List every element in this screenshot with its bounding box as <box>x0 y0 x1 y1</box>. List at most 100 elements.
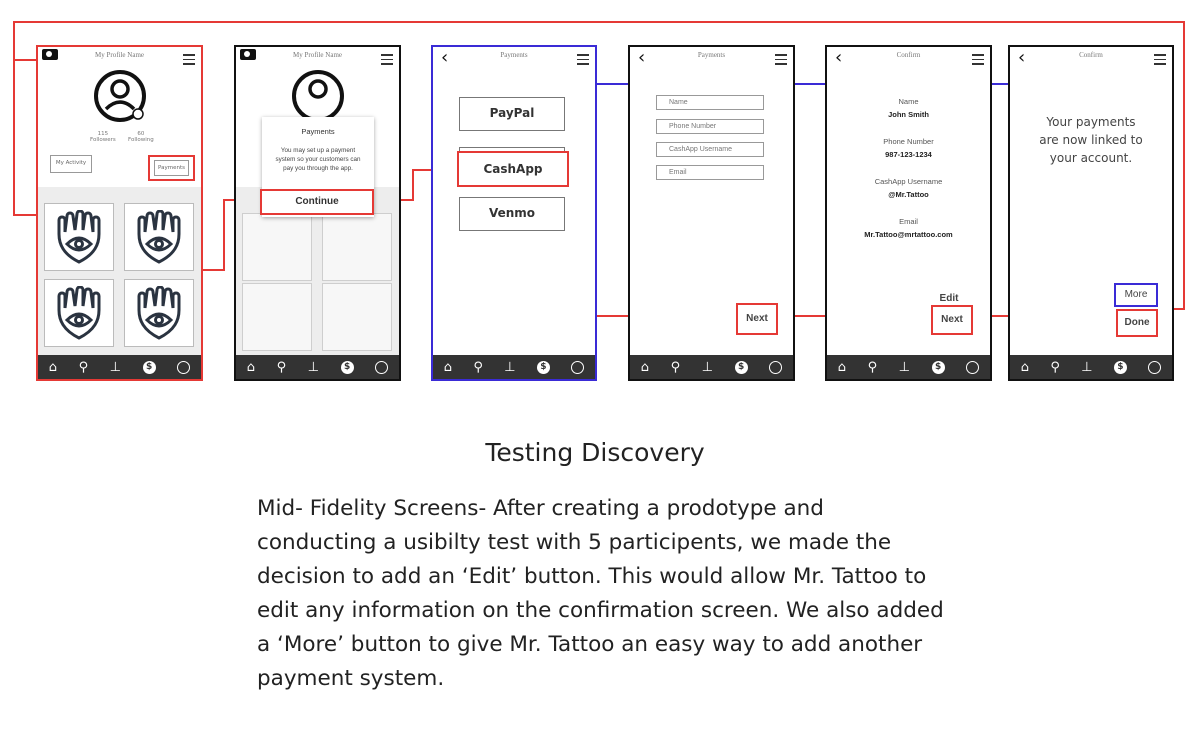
next-button[interactable]: Next <box>931 305 973 335</box>
gallery-tile <box>242 213 312 281</box>
bottom-nav: ⌂ ⚲ ⊥ $ <box>38 355 201 379</box>
success-message: Your payments are now linked to your acc… <box>1039 115 1143 165</box>
dollar-icon[interactable]: $ <box>931 360 945 374</box>
edit-button[interactable]: Edit <box>927 293 971 304</box>
bottom-nav: ⌂ ⚲ ⊥ $ <box>630 355 793 379</box>
pin-icon[interactable]: ⊥ <box>504 359 516 375</box>
back-icon[interactable]: ‹ <box>835 47 843 68</box>
camera-icon[interactable] <box>42 49 58 60</box>
pin-icon[interactable]: ⊥ <box>307 359 320 375</box>
email-field[interactable]: Email <box>656 165 764 180</box>
page-heading: Testing Discovery <box>485 438 705 467</box>
menu-icon[interactable] <box>381 51 393 65</box>
bottom-nav: ⌂ ⚲ ⊥ $ <box>433 355 595 379</box>
following-stat: 60 Following <box>128 131 154 143</box>
venmo-button[interactable]: Venmo <box>459 197 565 231</box>
screen-profile: My Profile Name 115 Followers 60 Followi… <box>36 45 203 381</box>
screen-title: Payments <box>697 51 726 59</box>
more-label: More <box>1124 289 1148 300</box>
screen-title: Payments <box>500 51 528 59</box>
menu-icon[interactable] <box>577 51 589 65</box>
screen-payment-options: ‹ Payments PayPal CashApp Venmo ⌂ ⚲ ⊥ $ <box>431 45 597 381</box>
screen-confirm: ‹ Confirm Name John Smith Phone Number 9… <box>825 45 992 381</box>
done-label: Done <box>1124 317 1150 328</box>
dollar-icon[interactable]: $ <box>142 360 156 374</box>
phone-field[interactable]: Phone Number <box>656 119 764 134</box>
search-icon[interactable]: ⚲ <box>276 359 287 375</box>
email-value: Mr.Tattoo@mrtattoo.com <box>864 230 953 239</box>
edit-label: Edit <box>939 293 959 304</box>
menu-icon[interactable] <box>183 51 195 65</box>
gallery-tile[interactable] <box>124 279 194 347</box>
description-paragraph: Mid- Fidelity Screens- After creating a … <box>257 496 944 691</box>
cashapp-username-value: @Mr.Tattoo <box>888 190 929 199</box>
gallery-tile[interactable] <box>124 203 194 271</box>
next-button[interactable]: Next <box>736 303 778 335</box>
following-label: Following <box>128 137 154 143</box>
home-icon[interactable]: ⌂ <box>443 359 452 375</box>
search-icon[interactable]: ⚲ <box>78 359 89 375</box>
next-label: Next <box>941 314 963 325</box>
avatar <box>94 70 146 122</box>
gallery-tile[interactable] <box>44 203 114 271</box>
screen-cashapp-form: ‹ Payments Name Phone Number CashApp Use… <box>628 45 795 381</box>
name-field[interactable]: Name <box>656 95 764 110</box>
screen-title: Confirm <box>896 51 921 59</box>
payments-label: Payments <box>154 160 189 176</box>
user-icon[interactable] <box>177 360 191 374</box>
search-icon[interactable]: ⚲ <box>473 359 483 375</box>
continue-button[interactable]: Continue <box>260 189 374 215</box>
done-button[interactable]: Done <box>1116 309 1158 337</box>
user-icon[interactable] <box>571 360 585 374</box>
dollar-icon[interactable]: $ <box>536 360 550 374</box>
cashapp-username-field[interactable]: CashApp Username <box>656 142 764 157</box>
dollar-icon[interactable]: $ <box>734 360 748 374</box>
user-icon[interactable] <box>1148 360 1162 374</box>
gallery-tile <box>242 283 312 351</box>
back-icon[interactable]: ‹ <box>441 47 449 68</box>
bottom-nav: ⌂ ⚲ ⊥ $ <box>827 355 990 379</box>
bottom-nav: ⌂ ⚲ ⊥ $ <box>1010 355 1172 379</box>
following-count: 60 <box>137 131 145 137</box>
search-icon[interactable]: ⚲ <box>1050 359 1060 375</box>
my-activity-button[interactable]: My Activity <box>50 155 92 173</box>
search-icon[interactable]: ⚲ <box>670 359 681 375</box>
dollar-icon[interactable]: $ <box>340 360 354 374</box>
popup-title: Payments <box>301 127 335 136</box>
pin-icon[interactable]: ⊥ <box>109 359 122 375</box>
dollar-icon[interactable]: $ <box>1113 360 1127 374</box>
search-icon[interactable]: ⚲ <box>867 359 878 375</box>
cashapp-label: CashApp <box>483 162 543 176</box>
menu-icon[interactable] <box>1154 51 1166 65</box>
home-icon[interactable]: ⌂ <box>48 359 58 375</box>
more-button[interactable]: More <box>1114 283 1158 307</box>
home-icon[interactable]: ⌂ <box>1020 359 1029 375</box>
gallery-tile[interactable] <box>44 279 114 347</box>
user-icon[interactable] <box>769 360 783 374</box>
pin-icon[interactable]: ⊥ <box>1081 359 1093 375</box>
back-icon[interactable]: ‹ <box>1018 47 1026 68</box>
user-icon[interactable] <box>966 360 980 374</box>
screen-title: My Profile Name <box>293 51 342 59</box>
gallery-tile <box>322 283 392 351</box>
camera-icon[interactable] <box>240 49 256 60</box>
followers-count: 115 <box>97 131 109 137</box>
menu-icon[interactable] <box>775 51 787 65</box>
pin-icon[interactable]: ⊥ <box>898 359 911 375</box>
home-icon[interactable]: ⌂ <box>640 359 650 375</box>
home-icon[interactable]: ⌂ <box>246 359 256 375</box>
email-label: Email <box>899 217 918 226</box>
screen-done: ‹ Confirm Your payments are now linked t… <box>1008 45 1174 381</box>
cashapp-button[interactable]: CashApp <box>457 151 569 187</box>
gallery-tile <box>322 213 392 281</box>
followers-stat: 115 Followers <box>90 131 116 143</box>
back-icon[interactable]: ‹ <box>638 47 646 68</box>
screen-title: My Profile Name <box>95 51 144 59</box>
pin-icon[interactable]: ⊥ <box>701 359 714 375</box>
next-label: Next <box>746 313 768 324</box>
menu-icon[interactable] <box>972 51 984 65</box>
user-icon[interactable] <box>375 360 389 374</box>
payments-button[interactable]: Payments <box>148 155 195 181</box>
home-icon[interactable]: ⌂ <box>837 359 847 375</box>
paypal-button[interactable]: PayPal <box>459 97 565 131</box>
